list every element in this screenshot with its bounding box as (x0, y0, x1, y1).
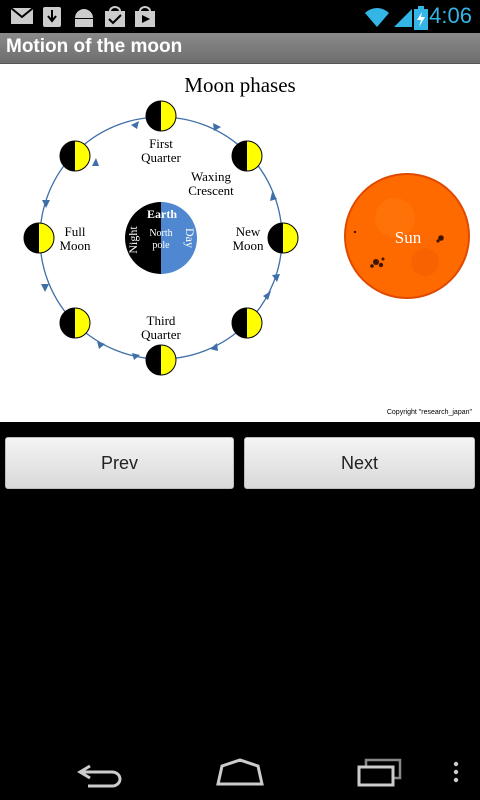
full-moon-label-line2: Moon (59, 238, 91, 253)
north-pole-label-line1: North (149, 228, 172, 239)
recent-apps-icon[interactable] (356, 758, 404, 788)
sunspots (353, 230, 444, 268)
full-moon-label-line1: Full (65, 224, 86, 239)
orbit-arrows (41, 121, 280, 360)
moon-third-quarter (145, 344, 177, 376)
third-quarter-label-line2: Quarter (141, 327, 181, 342)
checkmark-bag-icon (105, 6, 125, 27)
day-label: Day (183, 228, 197, 248)
moon-phases-diagram: Moon phases (0, 64, 480, 422)
prev-button[interactable]: Prev (5, 437, 234, 489)
moon-waning-crescent (231, 307, 263, 339)
moon-waxing-crescent (231, 140, 263, 172)
app-title: Motion of the moon (6, 36, 183, 57)
waxing-crescent-label-line2: Crescent (188, 183, 234, 198)
android-icon (75, 9, 93, 27)
battery-charging-icon (414, 6, 428, 30)
sun-label: Sun (395, 228, 422, 247)
download-icon (43, 7, 61, 27)
menu-overflow-icon[interactable] (450, 758, 462, 788)
moon-full (23, 222, 55, 254)
first-quarter-label-line2: Quarter (141, 150, 181, 165)
waxing-crescent-label-line1: Waxing (191, 169, 232, 184)
copyright-text: Copyright "research_japan" (387, 409, 473, 416)
new-moon-label-line1: New (236, 224, 261, 239)
third-quarter-label-line1: Third (147, 313, 176, 328)
moon-new (267, 222, 299, 254)
home-icon[interactable] (216, 758, 264, 788)
moon-waxing-gibbous (59, 140, 91, 172)
signal-icon (394, 9, 412, 27)
night-label: Night (126, 226, 140, 254)
wifi-icon (365, 8, 389, 27)
first-quarter-label-line1: First (149, 136, 173, 151)
earth: Earth North pole Night Day (125, 202, 197, 274)
navigation-bar (0, 744, 480, 800)
status-bar: 4:06 (0, 0, 480, 33)
sun: Sun (344, 173, 470, 299)
next-button[interactable]: Next (244, 437, 475, 489)
back-icon[interactable] (76, 758, 124, 788)
moon-first-quarter (145, 100, 177, 132)
gmail-icon (10, 7, 34, 24)
app-title-bar: Motion of the moon (0, 33, 480, 64)
play-store-icon (135, 6, 155, 27)
earth-label: Earth (147, 207, 177, 221)
north-pole-label-line2: pole (152, 240, 170, 251)
moon-waning-gibbous (59, 307, 91, 339)
new-moon-label-line2: Moon (232, 238, 264, 253)
status-time: 4:06 (429, 3, 472, 28)
moons (23, 100, 299, 376)
diagram-title: Moon phases (184, 73, 295, 97)
